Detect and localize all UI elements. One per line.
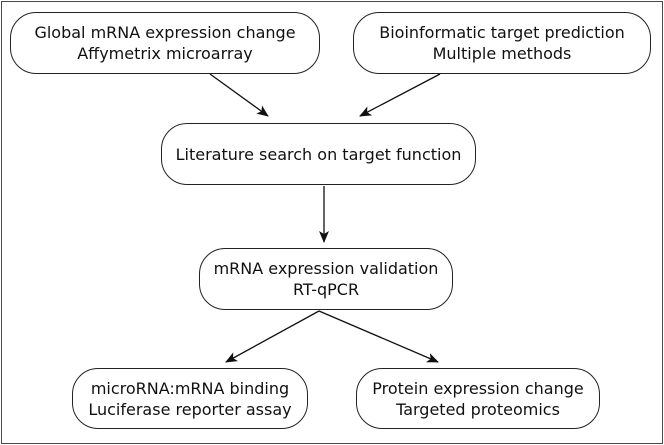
node-bioinformatic-line2: Multiple methods bbox=[432, 44, 572, 63]
arrow-validation-to-protein bbox=[318, 310, 439, 363]
node-global-mrna-line1: Global mRNA expression change bbox=[34, 23, 296, 42]
arrow-global-to-literature bbox=[209, 73, 269, 117]
node-bioinformatic-line1: Bioinformatic target prediction bbox=[379, 23, 625, 42]
node-validation-line2: RT-qPCR bbox=[292, 280, 360, 299]
node-bioinformatic-prediction: Bioinformatic target prediction Multiple… bbox=[353, 12, 651, 74]
arrow-bioinformatic-to-literature bbox=[359, 73, 441, 117]
arrow-validation-to-binding bbox=[225, 310, 320, 363]
node-global-mrna-line2: Affymetrix microarray bbox=[77, 44, 253, 63]
node-protein-line1: Protein expression change bbox=[372, 378, 584, 398]
node-binding-line1: microRNA:mRNA binding bbox=[90, 378, 290, 398]
node-literature-line1: Literature search on target function bbox=[175, 144, 462, 164]
node-global-mrna-expression: Global mRNA expression change Affymetrix… bbox=[10, 12, 320, 74]
node-literature-search: Literature search on target function bbox=[161, 123, 476, 185]
node-microrna-binding: microRNA:mRNA binding Luciferase reporte… bbox=[72, 368, 308, 429]
node-protein-expression: Protein expression change Targeted prote… bbox=[356, 368, 600, 429]
node-binding-line2: Luciferase reporter assay bbox=[88, 399, 292, 419]
node-protein-line2: Targeted proteomics bbox=[396, 399, 560, 419]
node-validation-line1: mRNA expression validation bbox=[213, 259, 439, 278]
node-mrna-validation: mRNA expression validation RT-qPCR bbox=[199, 248, 453, 310]
